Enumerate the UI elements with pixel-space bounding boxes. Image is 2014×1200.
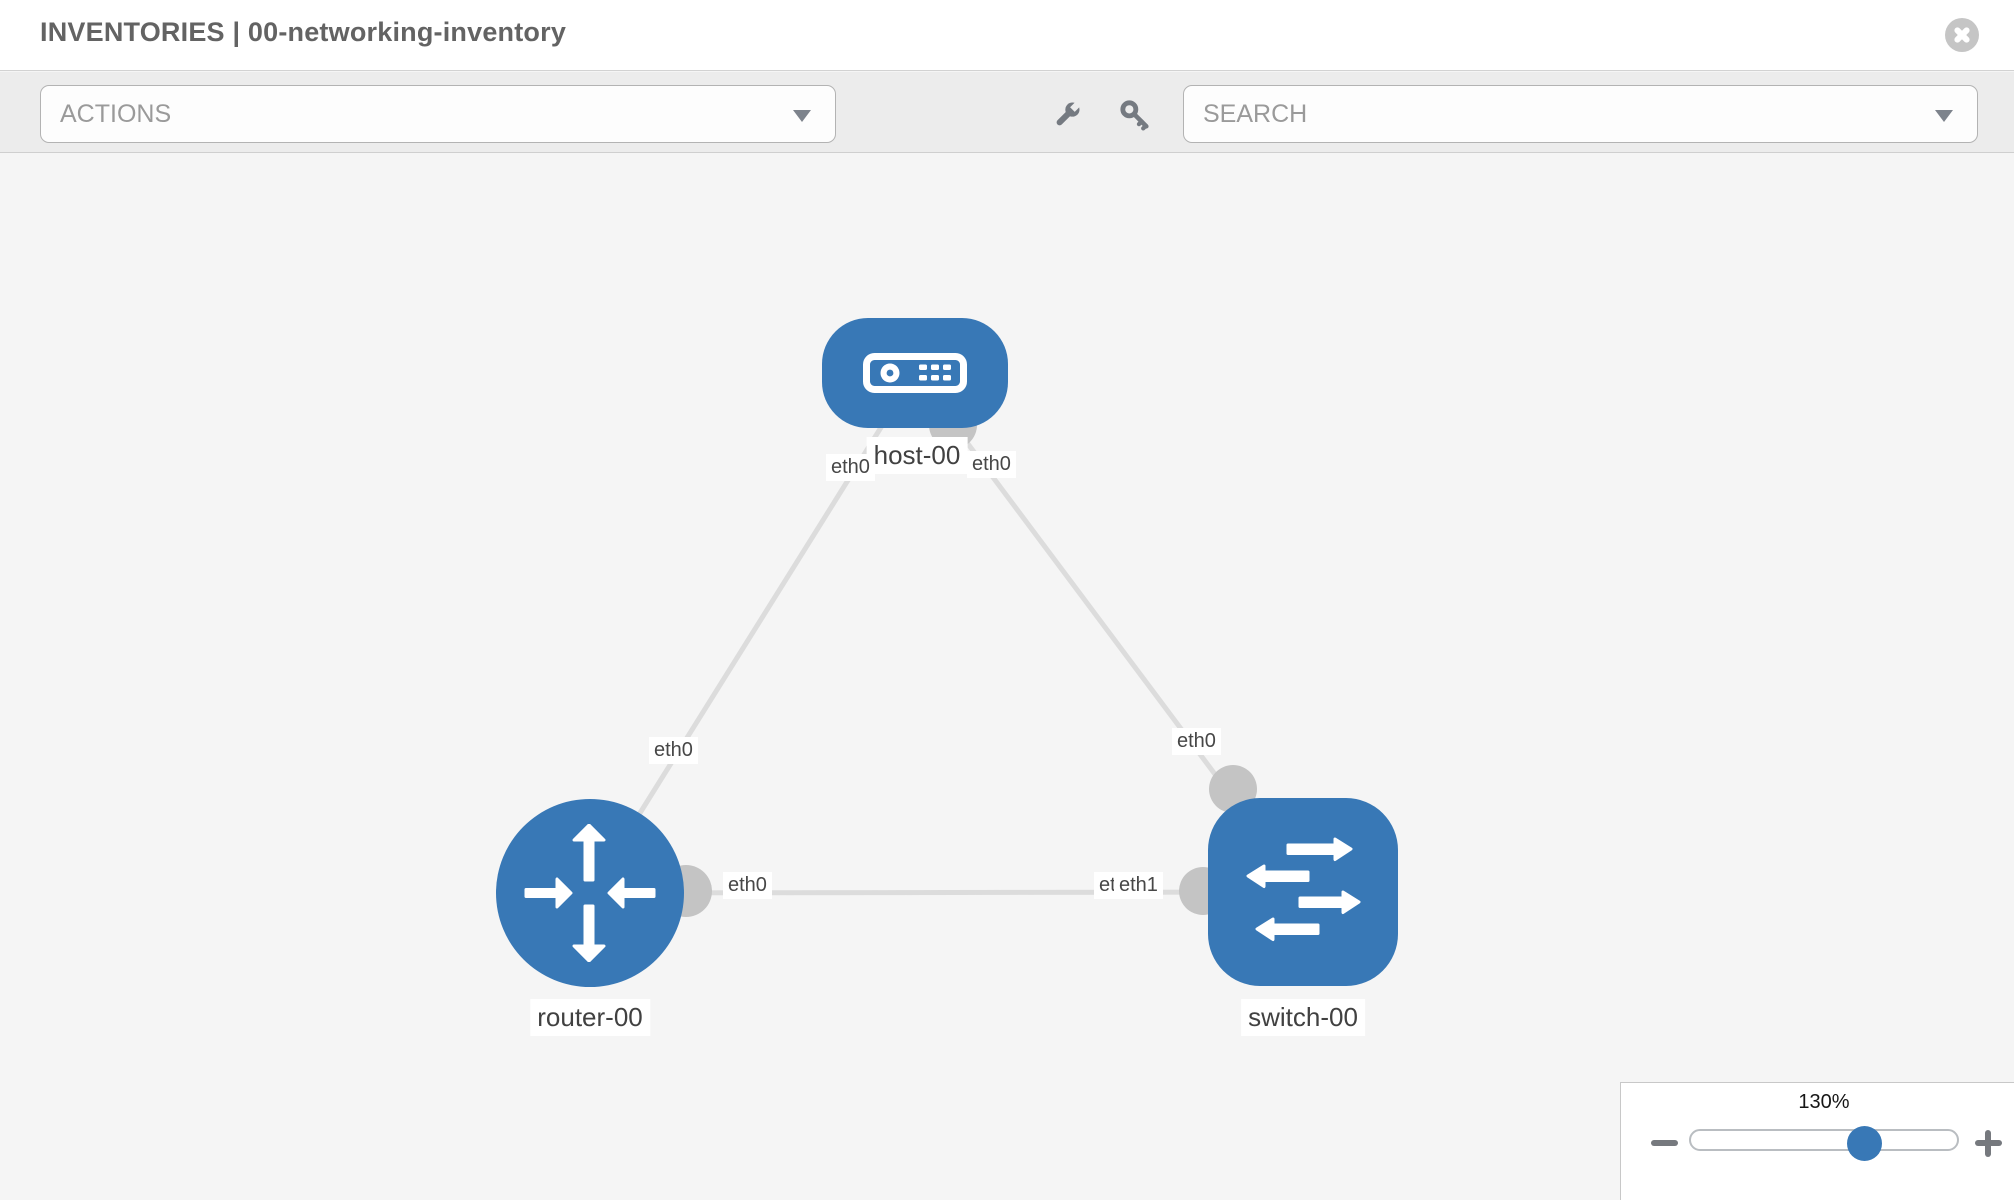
zoom-out-button[interactable] — [1651, 1140, 1678, 1146]
iface-label-host-left: eth0 — [826, 454, 875, 481]
header: INVENTORIES | 00-networking-inventory — [0, 0, 2014, 71]
toolbar: ACTIONS SEARC — [0, 72, 2014, 153]
wrench-icon — [1056, 100, 1082, 126]
iface-label-mid-right-front: eth1 — [1114, 872, 1163, 899]
wrench-button[interactable] — [1050, 98, 1084, 132]
node-label-switch: switch-00 — [1241, 999, 1365, 1036]
plus-icon — [1985, 1129, 1991, 1157]
host-icon — [863, 353, 967, 393]
node-switch-00[interactable] — [1208, 798, 1398, 986]
close-button[interactable] — [1944, 17, 1980, 53]
zoom-slider-track[interactable] — [1689, 1129, 1959, 1151]
zoom-value: 130% — [1798, 1091, 1850, 1113]
node-label-host: host-00 — [866, 437, 968, 474]
links-layer — [587, 371, 1306, 917]
search-dropdown-label: SEARCH — [1203, 100, 1308, 128]
chevron-down-icon — [1935, 110, 1953, 122]
key-button[interactable] — [1118, 98, 1152, 132]
switch-icon — [1246, 837, 1361, 941]
node-host-00[interactable] — [822, 318, 1008, 428]
actions-dropdown[interactable]: ACTIONS — [40, 85, 836, 143]
search-dropdown[interactable]: SEARCH — [1183, 85, 1978, 143]
x-circle-icon — [1945, 18, 1979, 52]
topology-canvas[interactable]: host-00 router-00 switch-00 eth0 eth0 et… — [0, 154, 2014, 1200]
iface-label-host-right: eth0 — [967, 451, 1016, 478]
iface-label-switch-top: eth0 — [1172, 728, 1221, 755]
actions-dropdown-label: ACTIONS — [60, 100, 172, 128]
zoom-panel: 130% — [1620, 1082, 2014, 1200]
iface-label-router-top: eth0 — [649, 737, 698, 764]
node-label-router: router-00 — [530, 999, 650, 1036]
node-router-00[interactable] — [496, 799, 684, 987]
chevron-down-icon — [793, 110, 811, 122]
page-title: INVENTORIES | 00-networking-inventory — [40, 17, 567, 47]
zoom-slider-thumb[interactable] — [1847, 1126, 1882, 1161]
zoom-in-button[interactable] — [1973, 1126, 2007, 1160]
iface-label-mid-left: eth0 — [723, 872, 772, 899]
key-icon — [1120, 100, 1149, 131]
router-icon — [524, 824, 656, 962]
